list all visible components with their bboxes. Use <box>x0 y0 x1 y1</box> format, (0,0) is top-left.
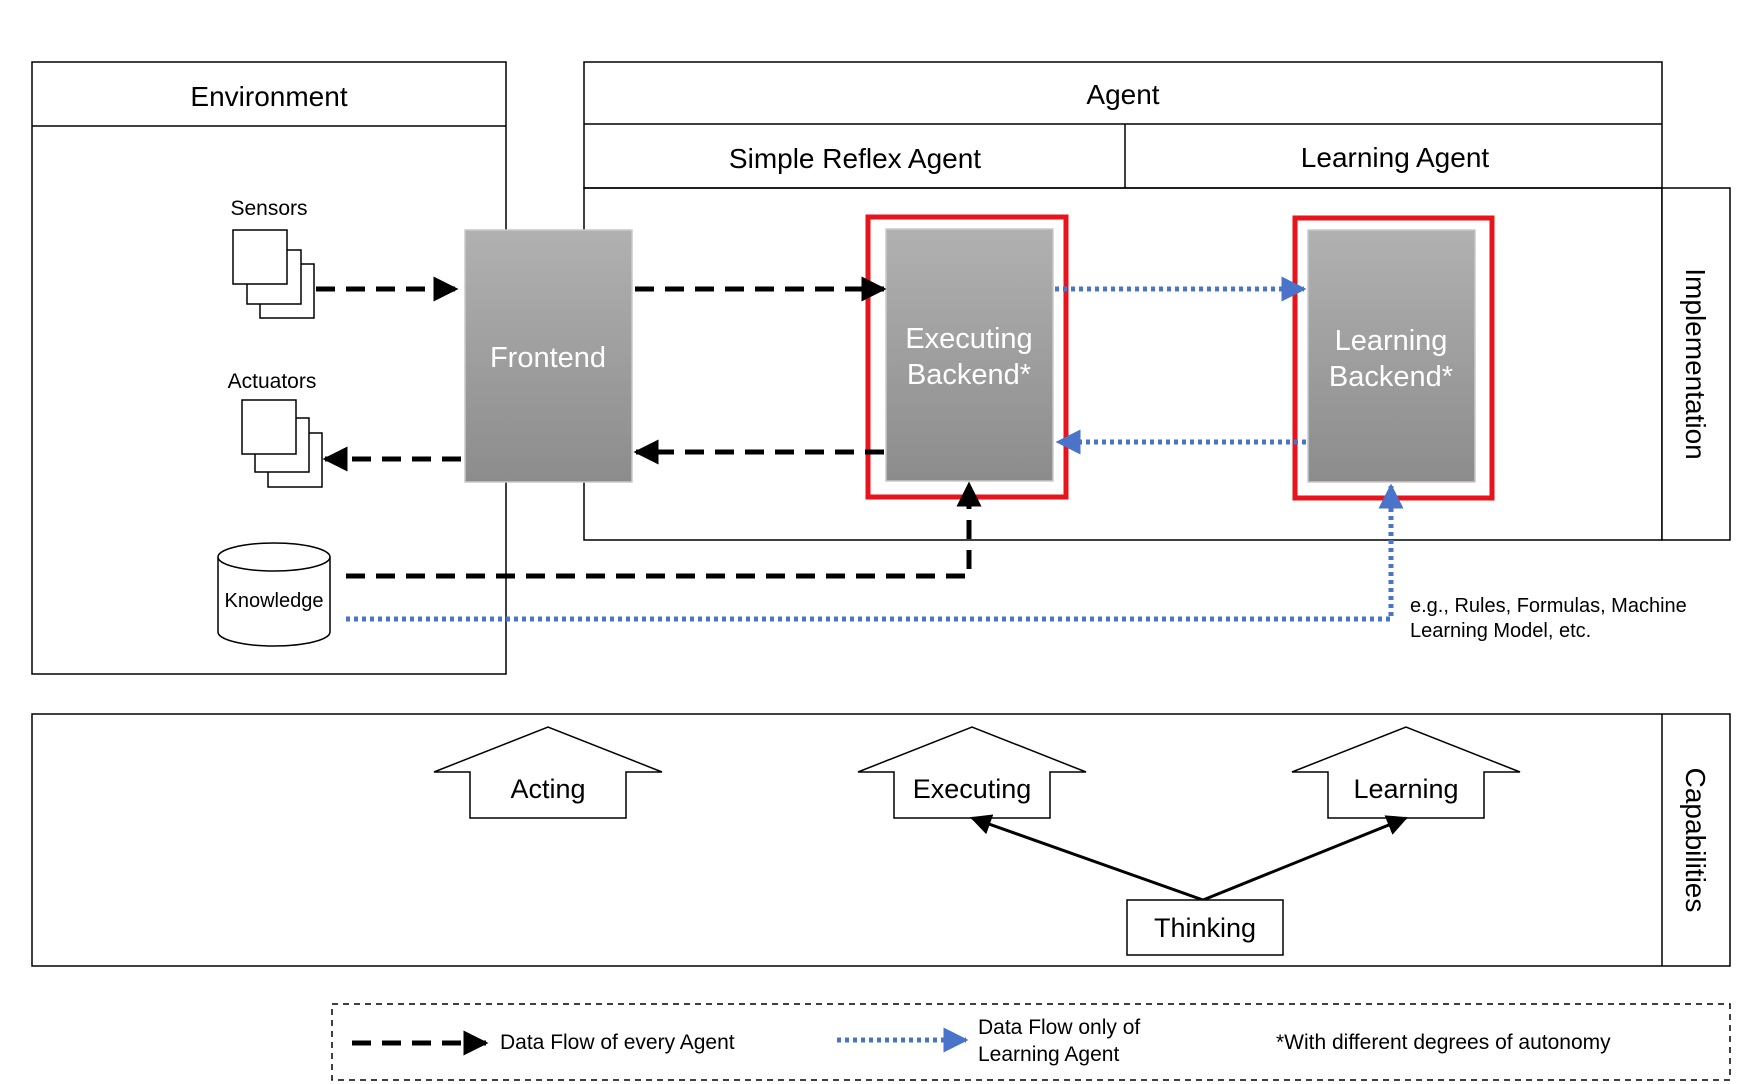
legend-learning-only-line2: Learning Agent <box>978 1043 1119 1066</box>
acting-label: Acting <box>510 774 585 804</box>
actuators-icon <box>241 399 323 488</box>
environment-title: Environment <box>190 81 347 112</box>
learning-backend-label-line2: Backend* <box>1329 361 1453 393</box>
executing-backend-block <box>885 228 1054 482</box>
implementation-label: Implementation <box>1680 268 1711 459</box>
learning-agent-label: Learning Agent <box>1301 142 1490 173</box>
executing-label: Executing <box>913 774 1032 804</box>
sensors-label: Sensors <box>230 197 307 220</box>
agent-title: Agent <box>1086 79 1159 110</box>
executing-capability-arrow <box>857 726 1087 819</box>
learning-backend-block <box>1307 229 1476 483</box>
knowledge-label: Knowledge <box>225 590 324 612</box>
thinking-label: Thinking <box>1154 913 1256 943</box>
simple-reflex-agent-label: Simple Reflex Agent <box>729 143 981 174</box>
executing-backend-label-line1: Executing <box>905 323 1032 355</box>
implementation-panel <box>583 187 1731 541</box>
frontend-block <box>464 229 633 483</box>
acting-capability-arrow <box>433 726 663 819</box>
learning-backend-label-line1: Learning <box>1335 325 1448 357</box>
learning-capability-arrow <box>1291 726 1521 819</box>
sensors-icon <box>232 229 315 319</box>
learning-label: Learning <box>1353 774 1458 804</box>
legend-learning-only-line1: Data Flow only of <box>978 1016 1140 1039</box>
frontend-label: Frontend <box>490 342 606 374</box>
thinking-box <box>1126 899 1284 956</box>
legend-every-agent-label: Data Flow of every Agent <box>500 1031 735 1054</box>
knowledge-note-line1: e.g., Rules, Formulas, Machine <box>1410 595 1687 617</box>
legend-autonomy-note: *With different degrees of autonomy <box>1276 1031 1611 1054</box>
actuators-label: Actuators <box>228 370 317 393</box>
knowledge-note-line2: Learning Model, etc. <box>1410 620 1591 642</box>
thinking-to-learning-arrow <box>1202 815 1408 902</box>
legend-box <box>331 1003 1731 1081</box>
knowledge-database-icon <box>217 542 331 647</box>
capabilities-panel <box>31 713 1731 967</box>
executing-backend-label-line2: Backend* <box>907 359 1031 391</box>
thinking-to-executing-arrow <box>970 814 1204 902</box>
capabilities-label: Capabilities <box>1680 768 1711 913</box>
agent-header <box>583 61 1663 189</box>
